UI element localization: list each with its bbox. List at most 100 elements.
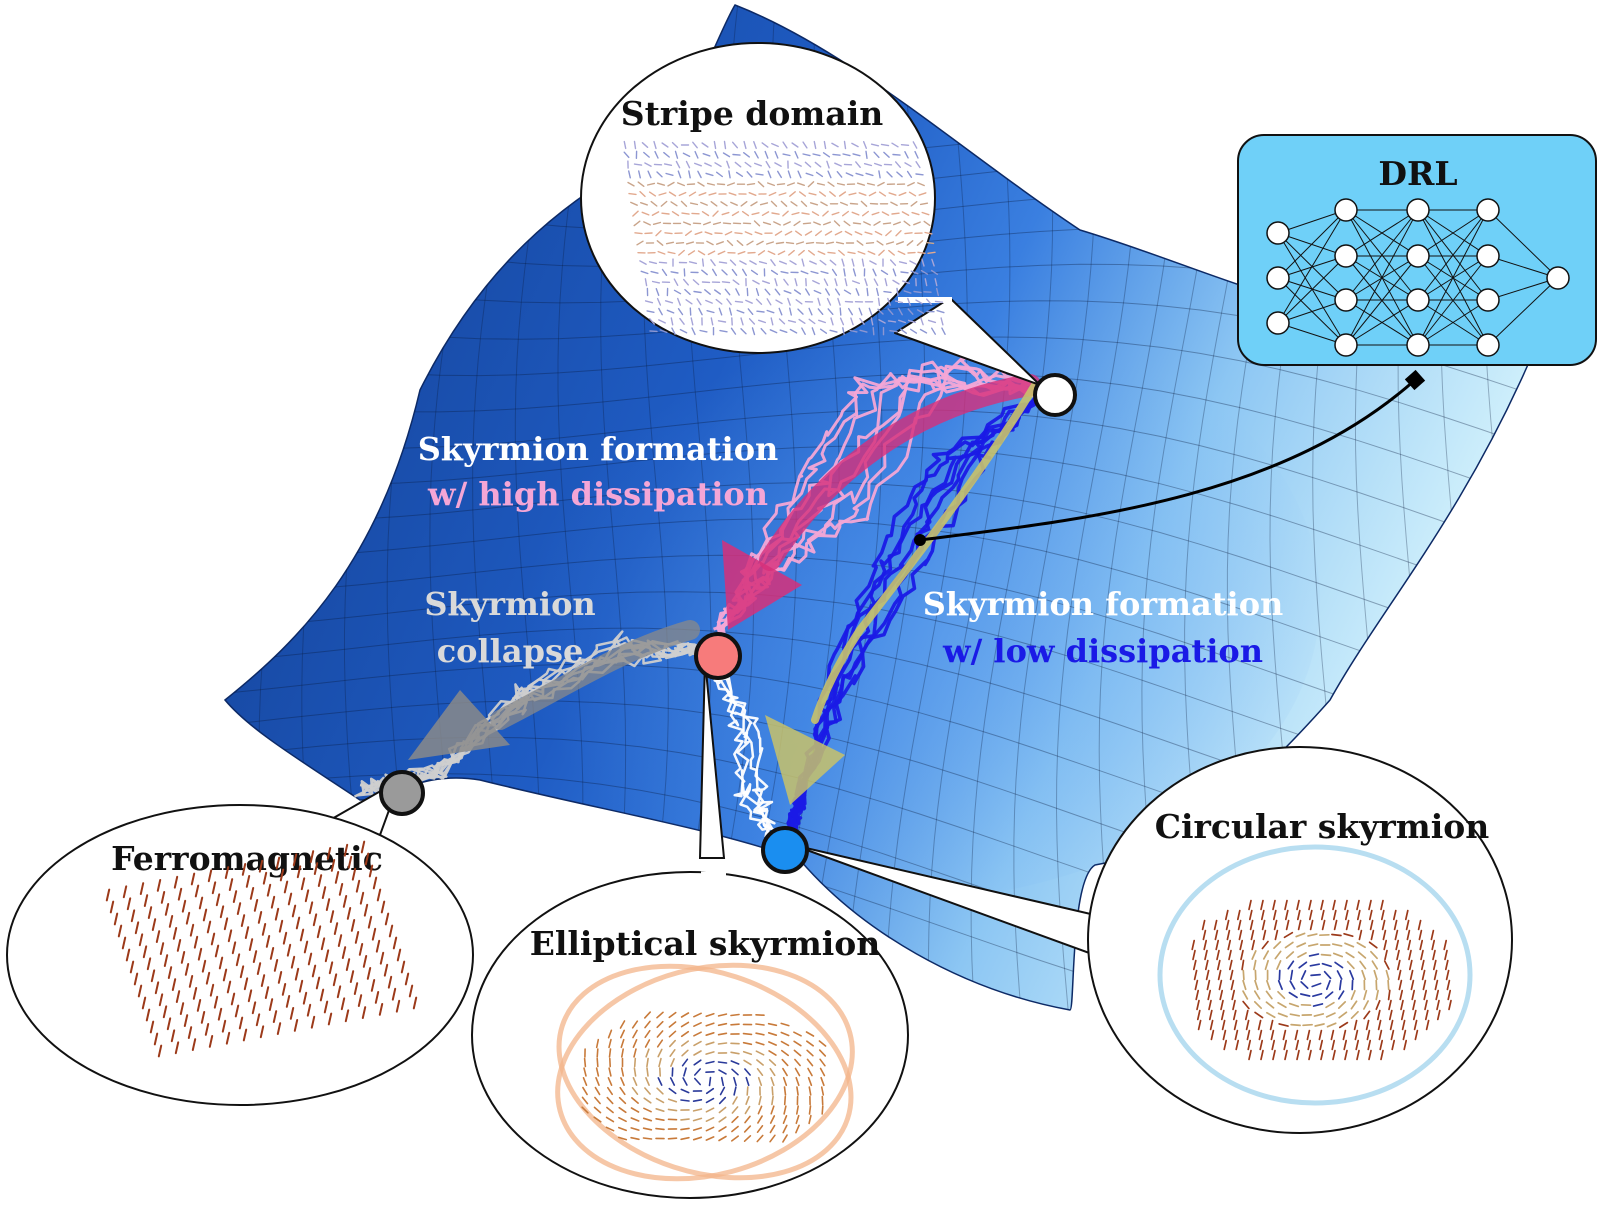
spin-mark: [1436, 999, 1440, 1011]
spin-mark: [731, 1115, 739, 1124]
spin-mark: [404, 972, 410, 986]
spin-mark: [185, 911, 191, 925]
spin-mark: [259, 1025, 265, 1039]
spin-mark: [805, 1040, 815, 1047]
spin-mark: [690, 317, 694, 326]
spin-mark: [720, 1076, 725, 1087]
spin-mark: [783, 290, 792, 294]
spin-mark: [1191, 939, 1196, 951]
spin-mark: [844, 230, 853, 236]
spin-mark: [648, 191, 657, 197]
spin-mark: [940, 317, 944, 326]
spin-mark: [789, 328, 798, 334]
elliptical-skyrmion-spin-texture: [581, 1011, 827, 1143]
spin-mark: [1363, 989, 1368, 1001]
spin-mark: [851, 211, 860, 216]
spin-mark: [593, 1106, 602, 1114]
stripe-domain-callout: Stripe domain: [580, 42, 1041, 386]
spin-mark: [855, 161, 861, 169]
spin-mark: [836, 170, 843, 178]
spin-mark: [780, 1049, 790, 1057]
spin-mark: [743, 140, 747, 150]
spin-mark: [1266, 1011, 1276, 1019]
spin-mark: [1368, 899, 1372, 911]
spin-mark: [668, 1087, 677, 1095]
spin-mark: [172, 927, 178, 940]
spin-mark: [326, 847, 332, 860]
spin-mark: [848, 307, 853, 316]
spin-mark: [733, 1076, 737, 1087]
spin-mark: [1388, 999, 1392, 1011]
spin-mark: [607, 1029, 613, 1039]
spin-mark: [755, 173, 764, 176]
spin-mark: [208, 1035, 214, 1048]
grid-line-row: [225, 372, 1530, 511]
spin-mark: [1228, 959, 1233, 971]
spin-mark: [674, 150, 679, 159]
spin-mark: [367, 915, 373, 929]
spin-mark: [1371, 960, 1379, 970]
spin-mark: [693, 1021, 702, 1027]
spin-mark: [644, 1029, 651, 1039]
spin-mark: [1288, 991, 1298, 999]
spin-mark: [794, 162, 802, 167]
spin-mark: [375, 939, 381, 953]
spin-mark: [1411, 989, 1416, 1001]
spin-mark: [1278, 1023, 1289, 1027]
spin-mark: [692, 1117, 703, 1122]
spin-mark: [628, 192, 637, 196]
spin-mark: [892, 153, 901, 156]
spin-mark: [618, 1116, 627, 1123]
spin-mark: [877, 308, 884, 315]
spin-mark: [181, 899, 187, 913]
spin-mark: [1288, 1002, 1300, 1008]
spin-mark: [735, 288, 740, 296]
spin-mark: [705, 1032, 715, 1036]
spin-mark: [851, 258, 855, 267]
spin-mark: [693, 1059, 702, 1066]
spin-mark: [823, 278, 829, 286]
spin-mark: [742, 1050, 753, 1056]
spin-mark: [693, 1012, 702, 1018]
spin-mark: [712, 221, 722, 226]
spin-mark: [934, 300, 944, 303]
spin-mark: [1246, 1029, 1251, 1041]
spin-mark: [766, 241, 774, 245]
ferromagnetic-callout: Ferromagnetic: [6, 777, 474, 1106]
spin-mark: [817, 308, 824, 315]
spin-mark: [872, 327, 875, 336]
spin-mark: [693, 1068, 702, 1076]
spin-mark: [718, 1096, 727, 1105]
spin-mark: [864, 278, 868, 287]
spin-mark: [197, 947, 203, 961]
spin-mark: [1363, 1010, 1371, 1020]
spin-mark: [878, 319, 886, 324]
spin-mark: [710, 317, 714, 326]
spin-mark: [134, 921, 140, 935]
spin-mark: [1334, 961, 1344, 969]
spin-mark: [747, 308, 754, 315]
spin-mark: [848, 192, 857, 196]
spin-mark: [633, 1048, 637, 1058]
spin-mark: [257, 911, 263, 924]
spin-mark: [768, 1050, 777, 1056]
spin-mark: [1357, 951, 1367, 959]
spin-mark: [697, 181, 705, 187]
spin-mark: [581, 1096, 589, 1105]
spin-mark: [705, 1117, 715, 1122]
spin-mark: [1262, 950, 1270, 960]
spin-mark: [1313, 1013, 1325, 1017]
spin-mark: [192, 987, 198, 1000]
spin-mark: [360, 840, 366, 854]
spin-mark: [873, 220, 881, 226]
spin-mark: [797, 308, 804, 315]
spin-mark: [812, 153, 821, 157]
spin-mark: [750, 201, 758, 207]
spin-mark: [1324, 991, 1334, 999]
nn-node: [1266, 266, 1290, 290]
spin-mark: [740, 200, 748, 207]
circular-skyrmion-ring: [1157, 844, 1473, 1106]
spin-mark: [895, 229, 902, 237]
spin-mark: [1378, 1029, 1383, 1041]
